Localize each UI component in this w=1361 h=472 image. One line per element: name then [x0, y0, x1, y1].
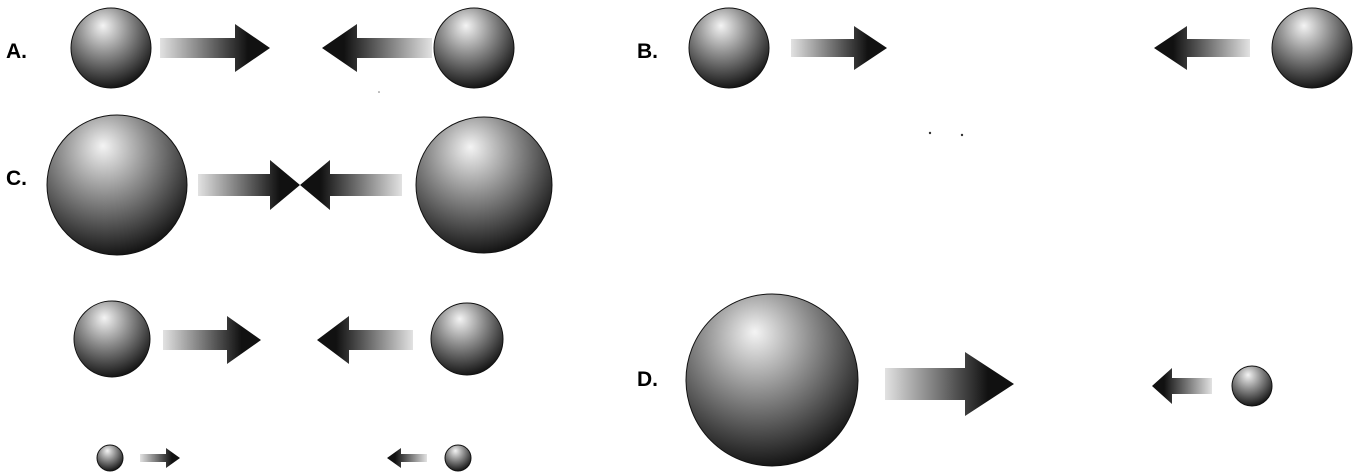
- panel-c-large-left-arrow-icon: [300, 160, 402, 210]
- panel-a-right-arrow-icon: [160, 24, 270, 72]
- panel-b-right-arrow-icon: [791, 26, 887, 70]
- panel-b-left-arrow-icon: [1154, 26, 1250, 70]
- panel-c-large-left-sphere-icon: [46, 114, 188, 256]
- panel-c-medium-left-sphere-icon: [73, 300, 151, 378]
- speck-1: [928, 131, 932, 135]
- panel-c-medium-left-arrow-icon: [317, 316, 413, 364]
- panel-c-medium-right-sphere-icon: [430, 302, 504, 376]
- panel-c-medium: [73, 300, 504, 378]
- panel-c-medium-right-arrow-icon: [163, 316, 261, 364]
- panel-a-right-sphere-icon: [433, 7, 515, 89]
- panel-d-large-sphere-icon: [685, 293, 859, 467]
- panel-b-right-sphere-icon: [1271, 7, 1353, 89]
- panel-a-left-arrow-icon: [322, 24, 432, 72]
- panel-a-left-sphere-icon: [70, 7, 152, 89]
- panel-c-large-right-arrow-icon: [198, 160, 300, 210]
- panel-c-small-left-sphere-icon: [96, 444, 124, 472]
- panel-c-large-right-sphere-icon: [415, 116, 553, 254]
- panel-d-small-sphere-icon: [1231, 365, 1273, 407]
- panel-a-label: A.: [6, 40, 27, 63]
- panel-c-small-right-arrow-icon: [140, 448, 180, 468]
- panel-d-label: D.: [637, 368, 658, 391]
- panel-c-small: [96, 444, 472, 472]
- panel-d: [685, 293, 1273, 467]
- panel-b: [688, 7, 1353, 89]
- panel-c-label: C.: [6, 167, 27, 190]
- panel-a: [70, 7, 515, 89]
- panel-c-small-left-arrow-icon: [387, 448, 427, 468]
- panel-c-large: [46, 114, 553, 256]
- speck-3: [378, 91, 380, 93]
- panel-c-small-right-sphere-icon: [444, 444, 472, 472]
- panel-b-label: B.: [637, 40, 658, 63]
- panel-b-left-sphere-icon: [688, 7, 770, 89]
- panel-d-left-arrow-icon: [1152, 368, 1212, 404]
- speck-2: [960, 133, 964, 137]
- panel-d-right-arrow-icon: [885, 352, 1014, 416]
